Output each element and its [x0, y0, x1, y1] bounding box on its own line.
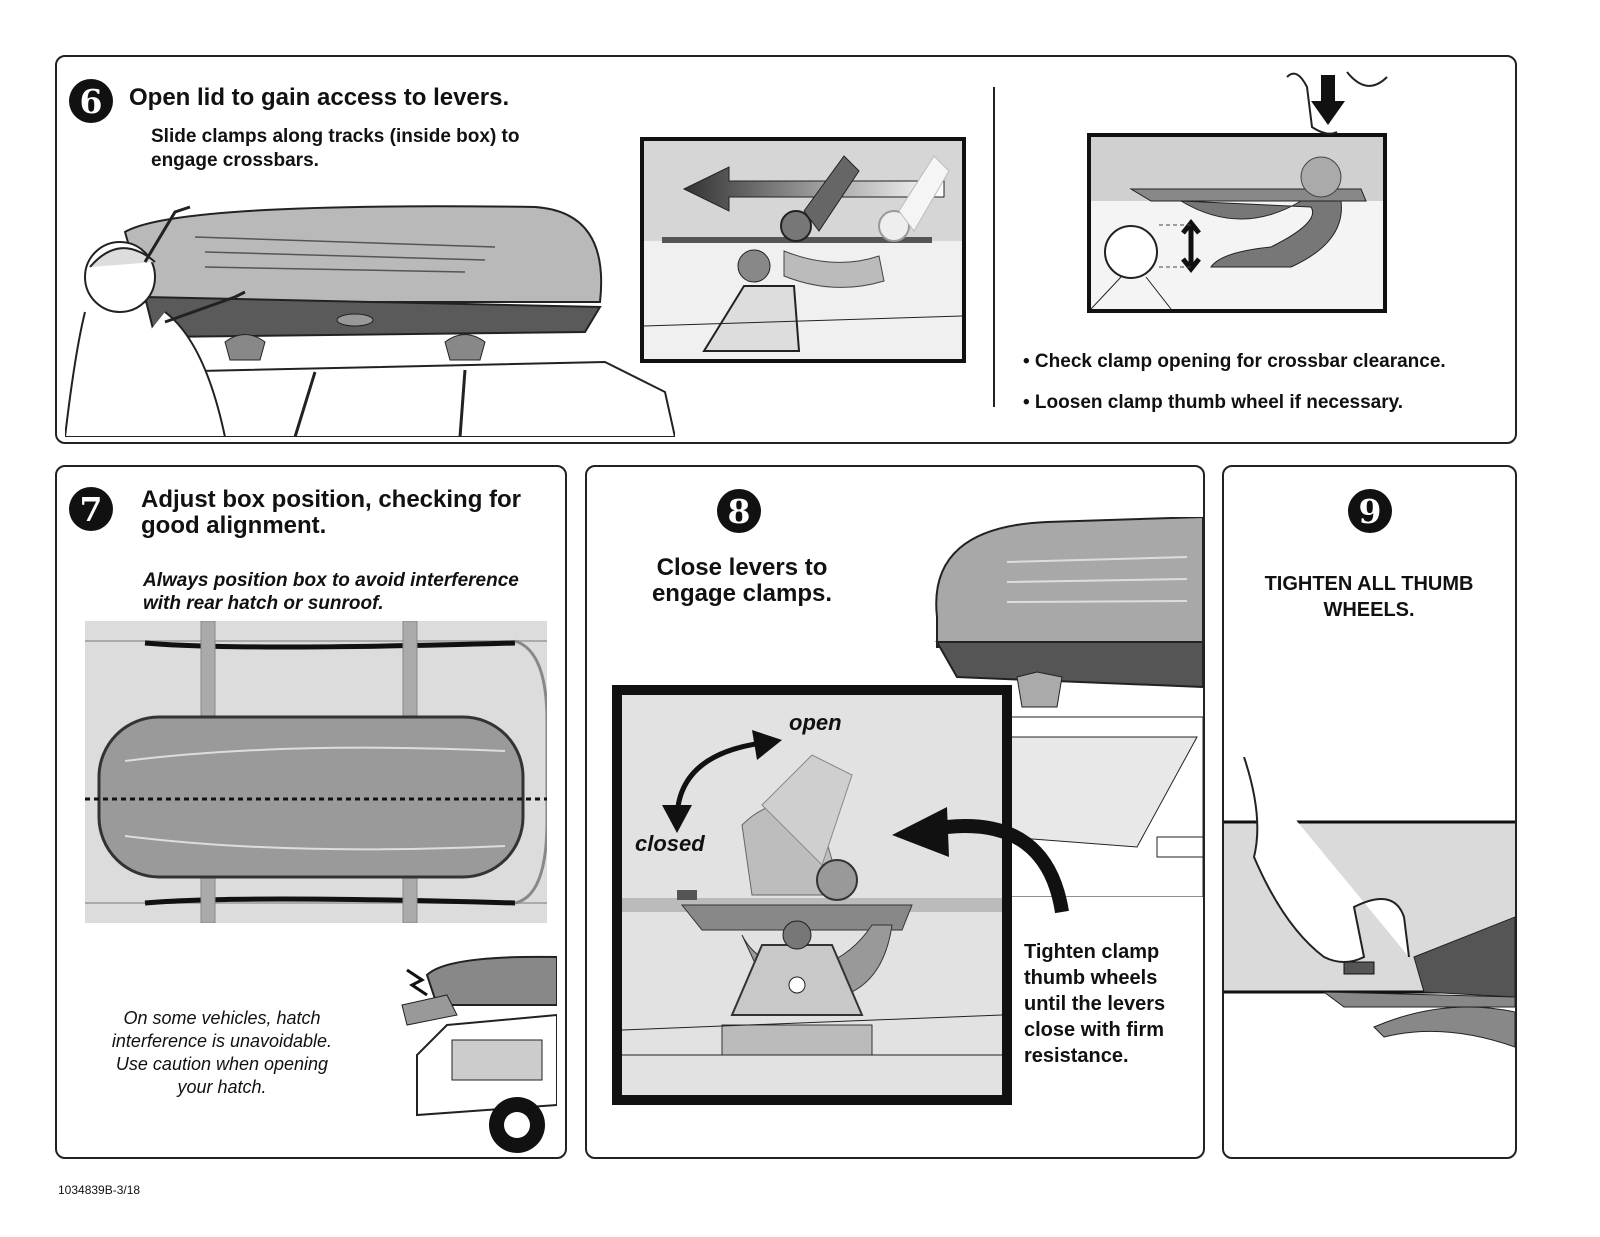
close-levers-detail: [612, 685, 1012, 1105]
document-code: 1034839B-3/18: [58, 1183, 141, 1197]
box-on-car-illustration: [935, 517, 1203, 897]
step-7-panel: 7 Adjust box position, checking for good…: [55, 465, 567, 1159]
open-closed-arrow-icon: [662, 730, 782, 833]
step-6-number: 6: [69, 79, 113, 123]
hand-icon: [1286, 71, 1388, 135]
step-9-number: 9: [1348, 489, 1392, 533]
label-closed: closed: [635, 831, 705, 856]
bullet-crossbar-clearance: • Check clamp opening for crossbar clear…: [1023, 351, 1446, 372]
step-9-panel: 9 TIGHTEN ALL THUMB WHEELS.: [1222, 465, 1517, 1159]
step-8-instruction: Tighten clamp thumb wheels until the lev…: [1024, 941, 1166, 1067]
slide-clamp-detail: [640, 137, 966, 363]
step-7-number: 7: [69, 487, 113, 531]
step-8-panel: 8 Close levers to engage clamps.: [585, 465, 1205, 1159]
step-7-caution: On some vehicles, hatch interference is …: [111, 1008, 333, 1097]
hatch-interference-illustration: [401, 955, 557, 1153]
step-8-title: Close levers to engage clamps.: [651, 554, 833, 607]
step-6-panel: 6 Open lid to gain access to levers. Sli…: [55, 55, 1517, 444]
clamp-clearance-detail: [1087, 133, 1387, 313]
step-8-number: 8: [717, 489, 761, 533]
alignment-top-view: [85, 621, 547, 923]
step-7-note: Always position box to avoid interferenc…: [143, 570, 519, 614]
down-arrow-icon: [1311, 75, 1345, 125]
panel-divider: [993, 87, 995, 407]
label-open: open: [789, 710, 842, 735]
step-6-title: Open lid to gain access to levers.: [129, 84, 510, 111]
step-9-title: TIGHTEN ALL THUMB WHEELS.: [1264, 573, 1474, 621]
open-lid-illustration: [65, 205, 675, 437]
step-7-title: Adjust box position, checking for good a…: [141, 486, 522, 539]
thumb-wheel-illustration: [1224, 757, 1515, 1048]
bullet-loosen-thumb-wheel: • Loosen clamp thumb wheel if necessary.: [1023, 392, 1404, 413]
step-6-subtitle: Slide clamps along tracks (inside box) t…: [151, 126, 520, 171]
tighten-arrow-icon: [892, 807, 1069, 914]
